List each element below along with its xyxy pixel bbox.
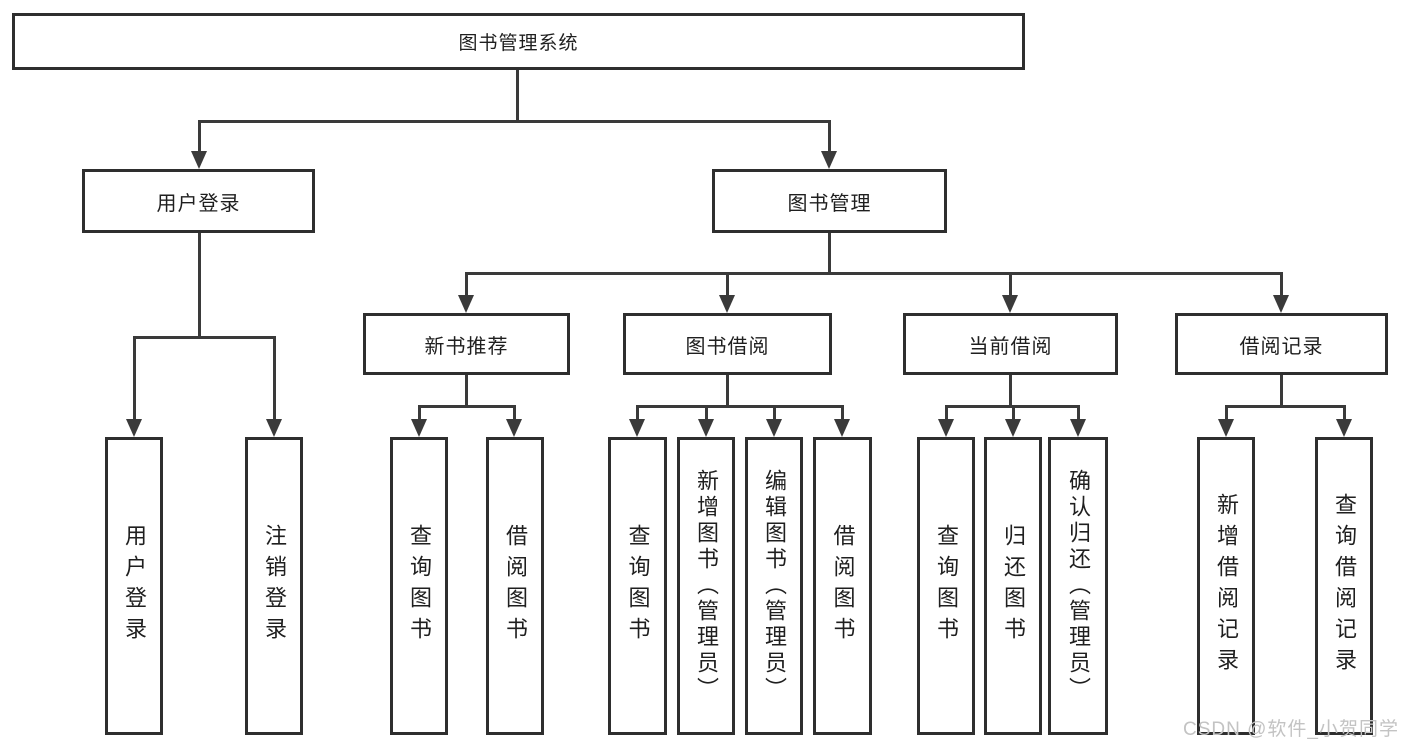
connector-drop — [1343, 405, 1346, 421]
connector-stem — [198, 233, 201, 336]
connector-stem-root — [516, 70, 519, 120]
connector-drop — [636, 405, 639, 421]
connector-drop — [841, 405, 844, 421]
arrowhead-icon — [834, 419, 850, 437]
node-current-borrow: 当前借阅 — [903, 313, 1118, 375]
arrowhead-icon — [1070, 419, 1086, 437]
node-user-login: 用户登录 — [82, 169, 315, 233]
arrowhead-icon — [266, 419, 282, 437]
connector-drop — [513, 405, 516, 421]
leaf-return-books: 归还图书 — [984, 437, 1042, 735]
connector-drop — [198, 120, 201, 153]
leaf-borrow-books-recommend: 借阅图书 — [486, 437, 544, 735]
connector-stem — [1009, 375, 1012, 405]
leaf-query-borrow-record: 查询借阅记录 — [1315, 437, 1373, 735]
connector-drop — [1077, 405, 1080, 421]
leaf-query-books-current: 查询图书 — [917, 437, 975, 735]
connector-drop — [1225, 405, 1228, 421]
connector-bar — [465, 272, 1283, 275]
node-book-borrow: 图书借阅 — [623, 313, 832, 375]
connector-stem — [1280, 375, 1283, 405]
connector-drop — [705, 405, 708, 421]
connector-bar — [418, 405, 516, 408]
connector-drop — [1012, 405, 1015, 421]
connector-bar — [133, 336, 276, 339]
arrowhead-icon — [821, 151, 837, 169]
connector-drop — [1009, 272, 1012, 298]
arrowhead-icon — [411, 419, 427, 437]
leaf-add-books-admin: 新增图书（管理员） — [677, 437, 735, 735]
connector-drop — [273, 336, 276, 421]
arrowhead-icon — [766, 419, 782, 437]
connector-drop — [828, 120, 831, 153]
leaf-confirm-return-admin: 确认归还（管理员） — [1048, 437, 1108, 735]
arrowhead-icon — [719, 295, 735, 313]
connector-bar — [636, 405, 844, 408]
connector-drop — [133, 336, 136, 421]
arrowhead-icon — [938, 419, 954, 437]
arrowhead-icon — [1336, 419, 1352, 437]
connector-drop — [418, 405, 421, 421]
leaf-query-books-borrow: 查询图书 — [608, 437, 667, 735]
arrowhead-icon — [698, 419, 714, 437]
arrowhead-icon — [1273, 295, 1289, 313]
connector-bar — [1225, 405, 1345, 408]
connector-drop — [726, 272, 729, 298]
node-new-book-recommend: 新书推荐 — [363, 313, 570, 375]
leaf-query-books-recommend: 查询图书 — [390, 437, 448, 735]
node-root-system: 图书管理系统 — [12, 13, 1025, 70]
node-borrow-records: 借阅记录 — [1175, 313, 1388, 375]
arrowhead-icon — [629, 419, 645, 437]
connector-drop — [1280, 272, 1283, 298]
arrowhead-icon — [1002, 295, 1018, 313]
arrowhead-icon — [1005, 419, 1021, 437]
connector-stem — [828, 233, 831, 272]
arrowhead-icon — [126, 419, 142, 437]
connector-stem — [465, 375, 468, 405]
csdn-watermark: CSDN @软件_小贺同学 — [1183, 719, 1399, 740]
node-book-management: 图书管理 — [712, 169, 947, 233]
arrowhead-icon — [1218, 419, 1234, 437]
arrowhead-icon — [458, 295, 474, 313]
connector-stem — [726, 375, 729, 405]
connector-drop — [945, 405, 948, 421]
connector-bar-root — [198, 120, 831, 123]
connector-drop — [465, 272, 468, 298]
leaf-logout: 注销登录 — [245, 437, 303, 735]
connector-drop — [773, 405, 776, 421]
leaf-user-login: 用户登录 — [105, 437, 163, 735]
arrowhead-icon — [506, 419, 522, 437]
leaf-edit-books-admin: 编辑图书（管理员） — [745, 437, 803, 735]
leaf-borrow-books: 借阅图书 — [813, 437, 872, 735]
arrowhead-icon — [191, 151, 207, 169]
leaf-add-borrow-record: 新增借阅记录 — [1197, 437, 1255, 735]
